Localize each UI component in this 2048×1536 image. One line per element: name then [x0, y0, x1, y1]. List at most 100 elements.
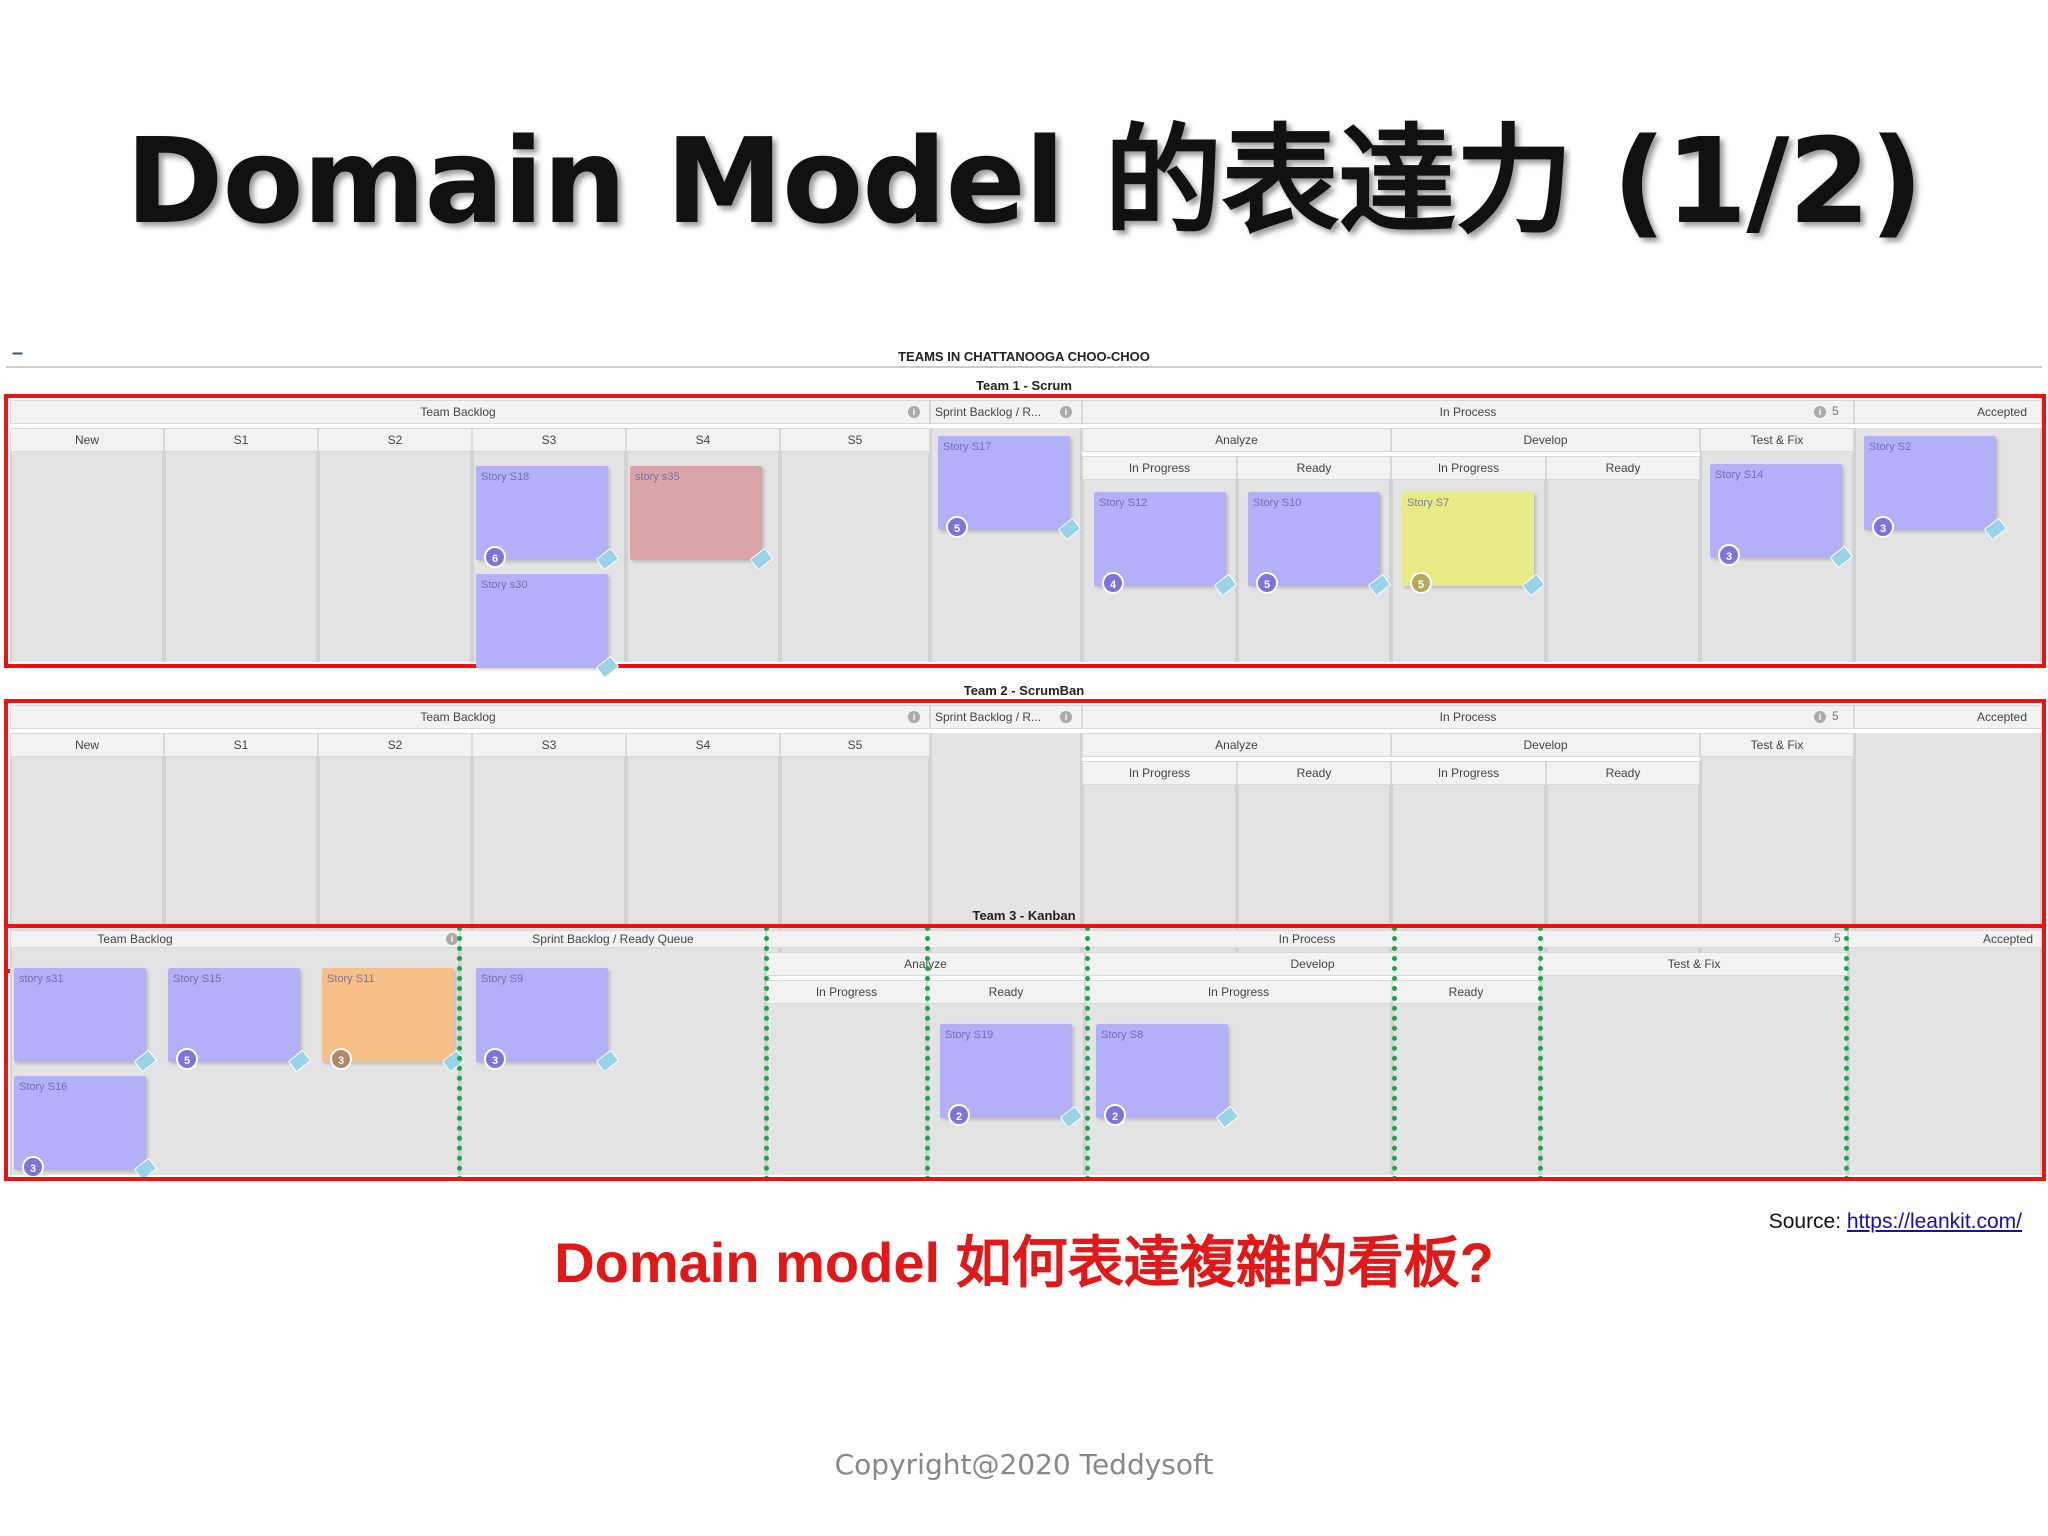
sprint-backlog-header[interactable]: Sprint Backlog / R...: [930, 400, 1082, 424]
column-header[interactable]: S3: [472, 733, 626, 757]
wip-limit: 5: [1834, 931, 1841, 945]
team-title: Team 1 - Scrum: [976, 378, 1072, 393]
sub-column-header[interactable]: In Progress: [1391, 456, 1546, 480]
card-title: Story S2: [1869, 441, 1912, 453]
column-header[interactable]: S5: [780, 428, 930, 452]
accepted-header[interactable]: Accepted: [1848, 930, 2042, 948]
sprint-backlog-lane: [930, 733, 1082, 967]
column-lane: [318, 452, 472, 662]
team-backlog-header[interactable]: Team Backlog: [10, 400, 930, 424]
sprint-backlog-header[interactable]: Sprint Backlog / Ready Queue: [460, 930, 766, 948]
info-icon[interactable]: i: [1060, 711, 1072, 723]
accepted-header[interactable]: Accepted: [1854, 705, 2042, 729]
story-card[interactable]: Story S14: [1710, 464, 1842, 558]
card-title: Story S17: [943, 441, 992, 453]
story-card[interactable]: Story S9: [476, 968, 608, 1062]
test-fix-header[interactable]: Test & Fix: [1700, 733, 1854, 757]
story-card[interactable]: Story s30: [476, 574, 608, 668]
analyze-header[interactable]: Analyze: [1082, 733, 1391, 757]
story-card[interactable]: Story S2: [1864, 436, 1996, 530]
in-process-header[interactable]: In Process: [766, 930, 1848, 948]
card-title: story s31: [19, 973, 64, 985]
story-card[interactable]: Story S18: [476, 466, 608, 560]
sub-column-lane: [766, 1004, 927, 1175]
story-card[interactable]: Story S11: [322, 968, 454, 1062]
card-title: Story S19: [945, 1029, 994, 1041]
info-icon[interactable]: i: [1060, 406, 1072, 418]
story-card[interactable]: story s31: [14, 968, 146, 1062]
column-header[interactable]: S5: [780, 733, 930, 757]
board-title: TEAMS IN CHATTANOOGA CHOO-CHOO: [898, 349, 1150, 364]
story-points-badge: 4: [1102, 572, 1124, 594]
column-header[interactable]: S3: [472, 428, 626, 452]
slide-title: Domain Model 的表達力 (1/2): [125, 112, 1924, 250]
story-card[interactable]: Story S15: [168, 968, 300, 1062]
info-icon[interactable]: i: [908, 711, 920, 723]
sprint-backlog-header[interactable]: Sprint Backlog / R...: [930, 705, 1082, 729]
sub-column-header[interactable]: Ready: [1237, 761, 1391, 785]
team-backlog-header[interactable]: Team Backlog: [10, 705, 930, 729]
sub-column-header[interactable]: Ready: [1237, 456, 1391, 480]
info-icon[interactable]: i: [1814, 711, 1826, 723]
card-title: Story S10: [1253, 497, 1302, 509]
sub-column-header[interactable]: In Progress: [1391, 761, 1546, 785]
sub-column-header[interactable]: In Progress: [1082, 761, 1237, 785]
collapse-icon[interactable]: –: [12, 342, 24, 364]
story-card[interactable]: Story S8: [1096, 1024, 1228, 1118]
board-title-bar: – TEAMS IN CHATTANOOGA CHOO-CHOO: [6, 342, 2042, 368]
sub-column-header[interactable]: Ready: [927, 980, 1085, 1004]
develop-header[interactable]: Develop: [1085, 952, 1540, 976]
column-header[interactable]: S2: [318, 428, 472, 452]
story-card[interactable]: Story S16: [14, 1076, 146, 1170]
card-title: Story S15: [173, 973, 222, 985]
story-card[interactable]: Story S7: [1402, 492, 1534, 586]
column-header[interactable]: S4: [626, 733, 780, 757]
sub-column-header[interactable]: Ready: [1546, 456, 1700, 480]
in-process-header[interactable]: In Process: [1082, 400, 1854, 424]
sub-column-header[interactable]: Ready: [1392, 980, 1540, 1004]
sub-column-header[interactable]: In Progress: [1085, 980, 1392, 1004]
develop-header[interactable]: Develop: [1391, 733, 1700, 757]
wip-divider-line: [1085, 926, 1090, 1181]
story-points-badge: 2: [1104, 1104, 1126, 1126]
story-points-badge: 5: [176, 1048, 198, 1070]
story-card[interactable]: Story S19: [940, 1024, 1072, 1118]
accepted-lane: [1854, 733, 2042, 967]
in-process-header[interactable]: In Process: [1082, 705, 1854, 729]
column-header[interactable]: S4: [626, 428, 780, 452]
wip-divider-line: [1538, 926, 1543, 1181]
info-icon[interactable]: i: [1814, 406, 1826, 418]
story-points-badge: 3: [1872, 516, 1894, 538]
story-card[interactable]: Story S17: [938, 436, 1070, 530]
story-card[interactable]: Story S10: [1248, 492, 1380, 586]
wip-divider-line: [1844, 926, 1849, 1181]
column-header[interactable]: New: [10, 733, 164, 757]
analyze-header[interactable]: Analyze: [1082, 428, 1391, 452]
accepted-header[interactable]: Accepted: [1854, 400, 2042, 424]
info-icon[interactable]: i: [446, 933, 458, 945]
test-fix-header[interactable]: Test & Fix: [1540, 952, 1848, 976]
sub-column-header[interactable]: In Progress: [1082, 456, 1237, 480]
copyright: Copyright@2020 Teddysoft: [834, 1448, 1214, 1481]
test-fix-header[interactable]: Test & Fix: [1700, 428, 1854, 452]
sub-column-header[interactable]: Ready: [1546, 761, 1700, 785]
team-backlog-header[interactable]: Team Backlog: [10, 930, 460, 948]
card-title: Story S18: [481, 471, 530, 483]
team-title: Team 2 - ScrumBan: [963, 683, 1085, 698]
sub-column-header[interactable]: In Progress: [766, 980, 927, 1004]
story-card[interactable]: story s35: [630, 466, 762, 560]
source-note: Source: https://leankit.com/: [1769, 1210, 2022, 1234]
develop-header[interactable]: Develop: [1391, 428, 1700, 452]
info-icon[interactable]: i: [908, 406, 920, 418]
column-header[interactable]: New: [10, 428, 164, 452]
column-lane: [10, 452, 164, 662]
team-title: Team 3 - Kanban: [972, 908, 1076, 923]
column-header[interactable]: S1: [164, 733, 318, 757]
column-header[interactable]: S2: [318, 733, 472, 757]
column-header[interactable]: S1: [164, 428, 318, 452]
story-points-badge: 3: [330, 1048, 352, 1070]
story-points-badge: 6: [484, 546, 506, 568]
story-card[interactable]: Story S12: [1094, 492, 1226, 586]
source-label: Source:: [1768, 1210, 1847, 1233]
source-link[interactable]: https://leankit.com/: [1846, 1210, 2022, 1233]
